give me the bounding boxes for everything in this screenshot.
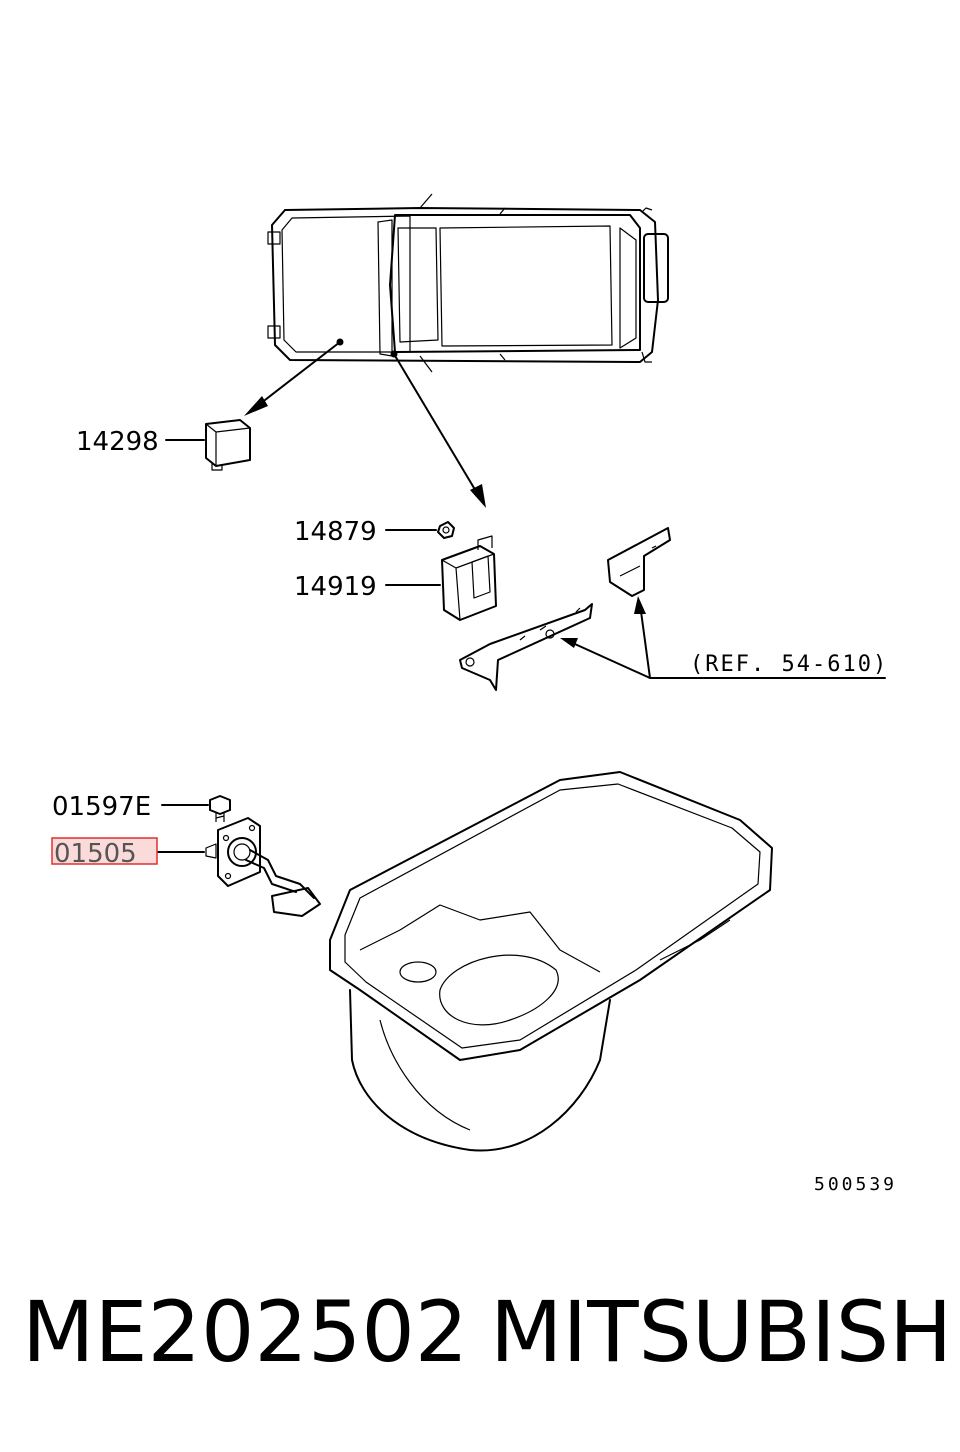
callout-14919[interactable]: 14919 bbox=[294, 572, 377, 602]
part-number: ME202502 bbox=[22, 1283, 469, 1381]
control-module-part bbox=[385, 535, 497, 621]
highlight-box bbox=[51, 837, 158, 865]
callout-01597E[interactable]: 01597E bbox=[52, 792, 151, 822]
oil-level-sensor-part bbox=[157, 817, 321, 917]
brand-name: MITSUBISHI bbox=[490, 1283, 960, 1381]
bolt-part bbox=[161, 795, 231, 822]
vehicle-top-view bbox=[267, 193, 669, 373]
diagram-code: 500539 bbox=[814, 1174, 897, 1195]
nut-part bbox=[385, 521, 455, 539]
relay-part bbox=[165, 419, 251, 471]
callout-14879[interactable]: 14879 bbox=[294, 517, 377, 547]
reference-label: (REF. 54-610) bbox=[690, 652, 888, 677]
location-arrows bbox=[244, 341, 486, 508]
callout-01505[interactable]: 01505 bbox=[54, 839, 137, 869]
oil-pan bbox=[329, 771, 773, 1152]
mounting-brackets bbox=[459, 527, 886, 691]
callout-14298[interactable]: 14298 bbox=[76, 427, 159, 457]
